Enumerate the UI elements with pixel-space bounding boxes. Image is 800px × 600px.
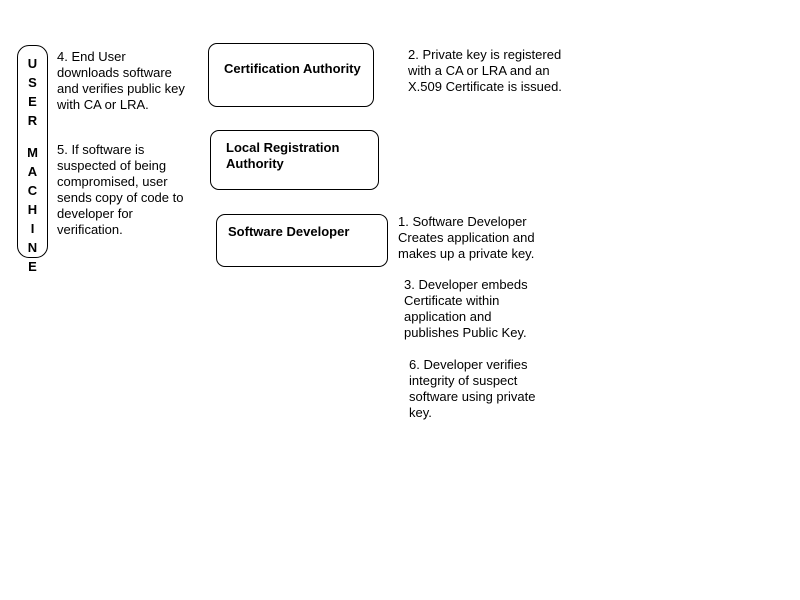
note-step-5-suspected-compromise: 5. If software is suspected of being com… <box>57 142 184 237</box>
box-local-registration-authority-label: Local Registration Authority <box>226 140 340 171</box>
box-certification-authority-label: Certification Authority <box>224 61 361 76</box>
box-software-developer-label: Software Developer <box>228 224 350 239</box>
box-certification-authority: Certification Authority <box>208 43 374 107</box>
user-machine-label-user: USER <box>25 56 40 132</box>
box-local-registration-authority: Local Registration Authority <box>210 130 379 190</box>
user-machine-pill: USER MACHINE <box>17 45 48 278</box>
note-step-2-private-key-registered: 2. Private key is registered with a CA o… <box>408 47 562 94</box>
note-step-1-developer-creates-application: 1. Software Developer Creates applicatio… <box>398 214 535 261</box>
note-step-4-end-user-downloads: 4. End User downloads software and verif… <box>57 49 185 112</box>
user-machine-label-machine: MACHINE <box>25 145 40 278</box>
note-step-3-developer-embeds-certificate: 3. Developer embeds Certificate within a… <box>404 277 528 340</box>
note-step-6-developer-verifies-integrity: 6. Developer verifies integrity of suspe… <box>409 357 536 420</box>
box-software-developer: Software Developer <box>216 214 388 267</box>
